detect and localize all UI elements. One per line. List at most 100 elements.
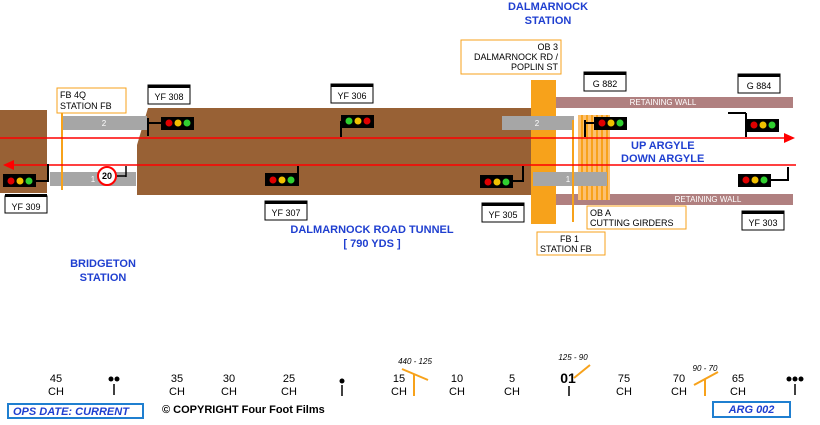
three-quarter-mile-marker — [786, 376, 804, 395]
up-argyle-arrow-icon — [784, 133, 795, 143]
plate-g884: G 884 — [737, 73, 781, 94]
down-argyle-label: DOWN ARGYLE — [621, 153, 704, 165]
speed-limit-sign — [97, 166, 117, 186]
ops-date-badge: OPS DATE: CURRENT — [7, 403, 144, 419]
ob3-bridge — [531, 80, 556, 224]
svg-text:70: 70 — [673, 373, 685, 385]
svg-text:65: 65 — [732, 373, 744, 385]
svg-text:5: 5 — [509, 373, 515, 385]
fb1-label: FB 1 STATION FB — [536, 231, 606, 256]
plate-yf308-text: YF 308 — [154, 92, 183, 102]
dalmarnock-platform-1 — [533, 172, 607, 186]
copyright-text: COPYRIGHT Four Foot Films — [173, 404, 325, 416]
ops-date-text: OPS DATE: CURRENT — [13, 406, 129, 418]
svg-text:DALMARNOCK ROAD TUNNEL: DALMARNOCK ROAD TUNNEL — [290, 224, 453, 236]
milepost-10: 10 CH — [449, 373, 465, 398]
dalmarnock-platform-2 — [502, 116, 574, 130]
svg-text:01: 01 — [560, 370, 576, 386]
gradient-post-2: 125 - 90 — [558, 353, 591, 379]
svg-text:10: 10 — [451, 373, 463, 385]
ob3-label: OB 3 DALMARNOCK RD / POPLIN ST — [460, 39, 562, 75]
plate-yf306: YF 306 — [330, 83, 374, 104]
svg-text:STATION: STATION — [525, 15, 572, 27]
half-mile-marker — [339, 378, 345, 396]
svg-text:CH: CH — [730, 386, 746, 398]
dalmarnock-platform-2-number: 2 — [535, 119, 540, 128]
svg-text:440 - 125: 440 - 125 — [398, 357, 432, 366]
milepost-65: 65 CH — [730, 373, 746, 398]
signal-yf303[interactable] — [738, 167, 789, 187]
oba-label: OB A CUTTING GIRDERS — [586, 205, 687, 230]
svg-text:125 - 90: 125 - 90 — [558, 353, 588, 362]
svg-text:CH: CH — [281, 386, 297, 398]
svg-text:35: 35 — [171, 373, 183, 385]
milepost-35: 35 CH — [169, 373, 185, 398]
svg-text:45: 45 — [50, 373, 62, 385]
signal-g882[interactable] — [584, 117, 627, 137]
fb4q-label: FB 4Q STATION FB — [56, 87, 127, 114]
plate-g884-text: G 884 — [747, 81, 772, 91]
plate-yf305-text: YF 305 — [488, 210, 517, 220]
signal-g884[interactable] — [728, 112, 779, 137]
signal-yf306[interactable] — [340, 115, 374, 137]
svg-text:OB A: OB A — [590, 208, 611, 218]
plate-g882: G 882 — [583, 71, 627, 92]
svg-text:30: 30 — [223, 373, 235, 385]
bridgeton-station-label: BRIDGETON STATION — [70, 258, 136, 284]
svg-text:STATION FB: STATION FB — [60, 101, 112, 111]
dalmarnock-station-label: DALMARNOCK STATION — [508, 1, 588, 27]
svg-text:POPLIN ST: POPLIN ST — [511, 62, 559, 72]
svg-text:25: 25 — [283, 373, 295, 385]
bridgeton-platform-1-number: 1 — [91, 175, 96, 184]
bridgeton-platform-2 — [63, 116, 147, 130]
tunnel-label: DALMARNOCK ROAD TUNNEL [ 790 YDS ] — [290, 224, 453, 250]
plate-yf303: YF 303 — [741, 210, 785, 231]
svg-text:STATION FB: STATION FB — [540, 244, 592, 254]
plate-yf308: YF 308 — [147, 84, 191, 105]
svg-text:CH: CH — [616, 386, 632, 398]
bridgeton-platform-2-number: 2 — [102, 119, 107, 128]
svg-text:CH: CH — [504, 386, 520, 398]
svg-text:90 - 70: 90 - 70 — [693, 364, 718, 373]
plate-yf303-text: YF 303 — [748, 218, 777, 228]
milepost-75: 75 CH — [616, 373, 632, 398]
down-argyle-arrow-icon — [3, 160, 14, 170]
svg-text:CUTTING GIRDERS: CUTTING GIRDERS — [590, 218, 674, 228]
svg-text:CH: CH — [221, 386, 237, 398]
svg-text:FB 1: FB 1 — [560, 234, 579, 244]
retaining-wall-down-label: RETAINING WALL — [675, 195, 742, 204]
plate-yf306-text: YF 306 — [337, 91, 366, 101]
dalmarnock-platform-1-number: 1 — [566, 175, 571, 184]
quarter-mile-marker — [108, 376, 120, 395]
diagram-ref-badge: ARG 002 — [712, 401, 791, 418]
retaining-wall-up-label: RETAINING WALL — [630, 98, 697, 107]
up-argyle-label: UP ARGYLE — [631, 140, 695, 152]
svg-text:[ 790 YDS ]: [ 790 YDS ] — [343, 238, 401, 250]
svg-text:OB 3: OB 3 — [537, 42, 558, 52]
plate-yf307: YF 307 — [264, 200, 308, 221]
copyright-icon: © — [162, 404, 171, 416]
milepost-25: 25 CH — [281, 373, 297, 398]
svg-text:DALMARNOCK: DALMARNOCK — [508, 1, 588, 13]
signal-yf308[interactable] — [147, 117, 194, 136]
svg-text:15: 15 — [393, 373, 405, 385]
signal-yf307[interactable] — [265, 166, 299, 186]
plate-yf305: YF 305 — [481, 202, 525, 223]
tunnel-ground — [137, 108, 528, 195]
svg-text:STATION: STATION — [80, 272, 127, 284]
signal-yf305[interactable] — [480, 166, 524, 188]
plate-g882-text: G 882 — [593, 79, 618, 89]
milepost-5: 5 CH — [504, 373, 520, 398]
plate-yf309: YF 309 — [4, 194, 48, 214]
milepost-45: 45 CH — [48, 373, 64, 398]
svg-text:75: 75 — [618, 373, 630, 385]
svg-text:CH: CH — [48, 386, 64, 398]
svg-text:CH: CH — [671, 386, 687, 398]
svg-text:BRIDGETON: BRIDGETON — [70, 258, 136, 270]
svg-text:DALMARNOCK RD /: DALMARNOCK RD / — [474, 52, 559, 62]
milepost-01: 01 — [560, 370, 576, 396]
signal-yf309[interactable] — [3, 164, 49, 187]
retaining-wall-up — [543, 97, 793, 108]
svg-text:FB 4Q: FB 4Q — [60, 90, 86, 100]
